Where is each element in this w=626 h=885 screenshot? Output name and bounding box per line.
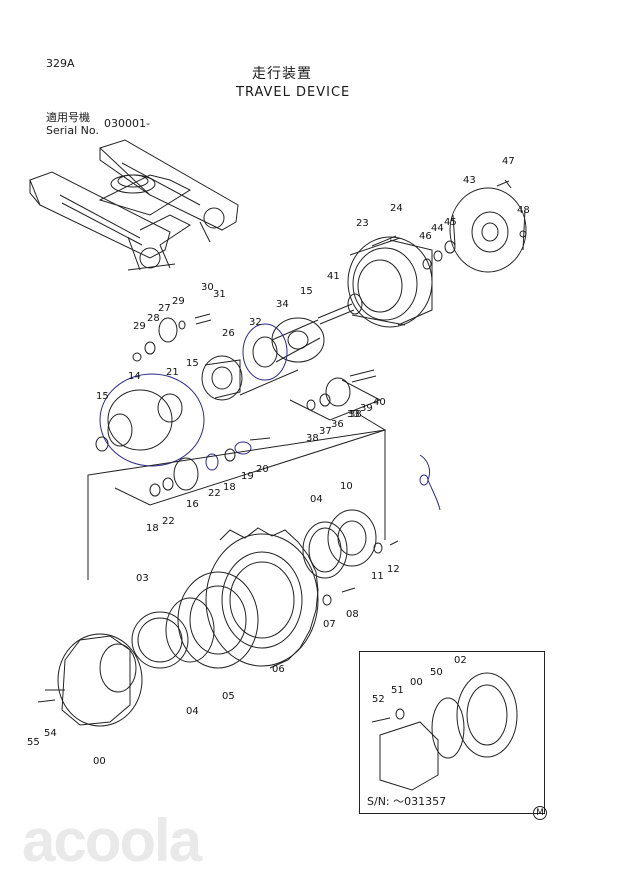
part-number-label: 28 <box>147 313 160 324</box>
travel-motor-drawing <box>37 633 143 727</box>
part-number-label: 19 <box>241 471 254 482</box>
inset-frame <box>359 651 545 814</box>
part-number-label: 41 <box>327 271 340 282</box>
part-number-label: 38 <box>306 433 319 444</box>
track-frame-drawing <box>29 139 239 271</box>
title-jp: 走行装置 <box>252 66 312 82</box>
part-number-label: 22 <box>162 516 175 527</box>
inset-serial: S/N: ～031357 <box>367 795 447 808</box>
part-number-label: 10 <box>340 481 353 492</box>
part-number-label: 47 <box>502 156 515 167</box>
part-number-label: 07 <box>323 619 336 630</box>
serial-label-en: Serial No. <box>46 124 99 137</box>
part-number-label: 29 <box>133 321 146 332</box>
part-number-label: 39 <box>360 403 373 414</box>
part-number-label: 43 <box>463 175 476 186</box>
part-number-label: 31 <box>213 289 226 300</box>
part-number-label: 38 <box>349 409 362 420</box>
carrier-34-drawing <box>271 317 325 363</box>
serial-label-jp: 適用号機 <box>46 111 90 124</box>
part-number-label: 05 <box>222 691 235 702</box>
part-number-label: 21 <box>166 367 179 378</box>
part-number-label: 37 <box>319 426 332 437</box>
part-number-label: 00 <box>410 677 423 688</box>
part-number-label: 32 <box>249 317 262 328</box>
part-number-label: 44 <box>431 223 444 234</box>
part-number-label: 06 <box>272 664 285 675</box>
part-number-label: 52 <box>372 694 385 705</box>
part-number-label: 34 <box>276 299 289 310</box>
part-number-label: 48 <box>517 205 530 216</box>
title-en: TRAVEL DEVICE <box>236 85 351 100</box>
part-number-label: 22 <box>208 488 221 499</box>
part-number-label: 15 <box>186 358 199 369</box>
ring-gear-drawing <box>347 236 433 328</box>
part-number-label: 26 <box>222 328 235 339</box>
part-number-label: 15 <box>300 286 313 297</box>
watermark: acoola <box>22 807 202 874</box>
part-number-label: 16 <box>186 499 199 510</box>
part-number-label: 33 <box>347 409 360 420</box>
part-number-label: 55 <box>27 737 40 748</box>
part-number-label: 30 <box>201 282 214 293</box>
part-number-label: 08 <box>346 609 359 620</box>
part-number-label: 14 <box>128 371 141 382</box>
part-number-label: 00 <box>93 756 106 767</box>
part-number-label: 46 <box>419 231 432 242</box>
part-number-label: 18 <box>146 523 159 534</box>
part-number-label: 50 <box>430 667 443 678</box>
part-number-label: 20 <box>256 464 269 475</box>
part-number-label: 15 <box>96 391 109 402</box>
hub-flange-drawing <box>449 187 527 273</box>
serial-value: 030001- <box>104 117 150 130</box>
part-number-label: 11 <box>371 571 384 582</box>
part-number-label: 24 <box>390 203 403 214</box>
part-number-label: 36 <box>331 419 344 430</box>
page-code: 329A <box>46 57 75 70</box>
part-number-label: 54 <box>44 728 57 739</box>
part-number-label: 51 <box>391 685 404 696</box>
part-number-label: 04 <box>186 706 199 717</box>
part-number-label: 02 <box>454 655 467 666</box>
sprocket-drawing <box>205 527 319 669</box>
part-number-label: 40 <box>373 397 386 408</box>
part-number-label: 03 <box>136 573 149 584</box>
part-number-label: 29 <box>172 296 185 307</box>
part-number-label: 12 <box>387 564 400 575</box>
part-number-label: 27 <box>158 303 171 314</box>
corner-mark: M <box>533 806 547 820</box>
part-number-label: 45 <box>444 217 457 228</box>
part-number-label: 04 <box>310 494 323 505</box>
part-number-label: 18 <box>223 482 236 493</box>
part-number-label: 23 <box>356 218 369 229</box>
